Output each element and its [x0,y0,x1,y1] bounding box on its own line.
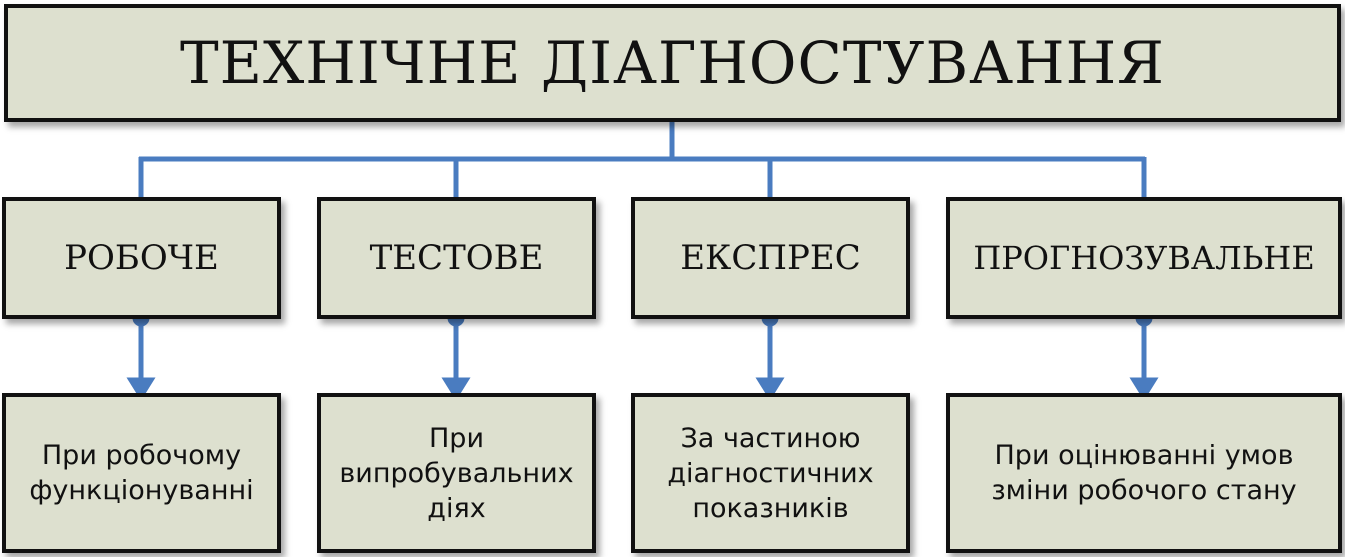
category-description: При робочому функціонуванні [29,440,254,506]
category-label: РОБОЧЕ [64,238,219,278]
title-box: ТЕХНІЧНЕ ДІАГНОСТУВАННЯ [4,4,1341,122]
category-description: При оцінюванні умов зміни робочого стану [991,440,1297,506]
arrow-head-1 [126,377,156,401]
category-label: ПРОГНОЗУВАЛЬНЕ [973,239,1315,277]
description-box-test: При випробувальних діях [317,393,596,553]
category-box-test: ТЕСТОВЕ [317,197,596,319]
description-box-working: При робочому функціонуванні [2,393,281,553]
diagram-title: ТЕХНІЧНЕ ДІАГНОСТУВАННЯ [179,29,1166,97]
category-box-predictive: ПРОГНОЗУВАЛЬНЕ [946,197,1342,319]
category-box-express: ЕКСПРЕС [631,197,910,319]
arrow-head-2 [441,377,471,401]
category-box-working: РОБОЧЕ [2,197,281,319]
category-description: За частиною діагностичних показників [667,422,874,524]
category-description: При випробувальних діях [339,422,574,524]
arrow-head-3 [755,377,785,401]
category-label: ЕКСПРЕС [680,238,861,278]
arrow-head-4 [1129,377,1159,401]
description-box-express: За частиною діагностичних показників [631,393,910,553]
description-box-predictive: При оцінюванні умов зміни робочого стану [946,393,1342,553]
category-label: ТЕСТОВЕ [369,238,544,278]
